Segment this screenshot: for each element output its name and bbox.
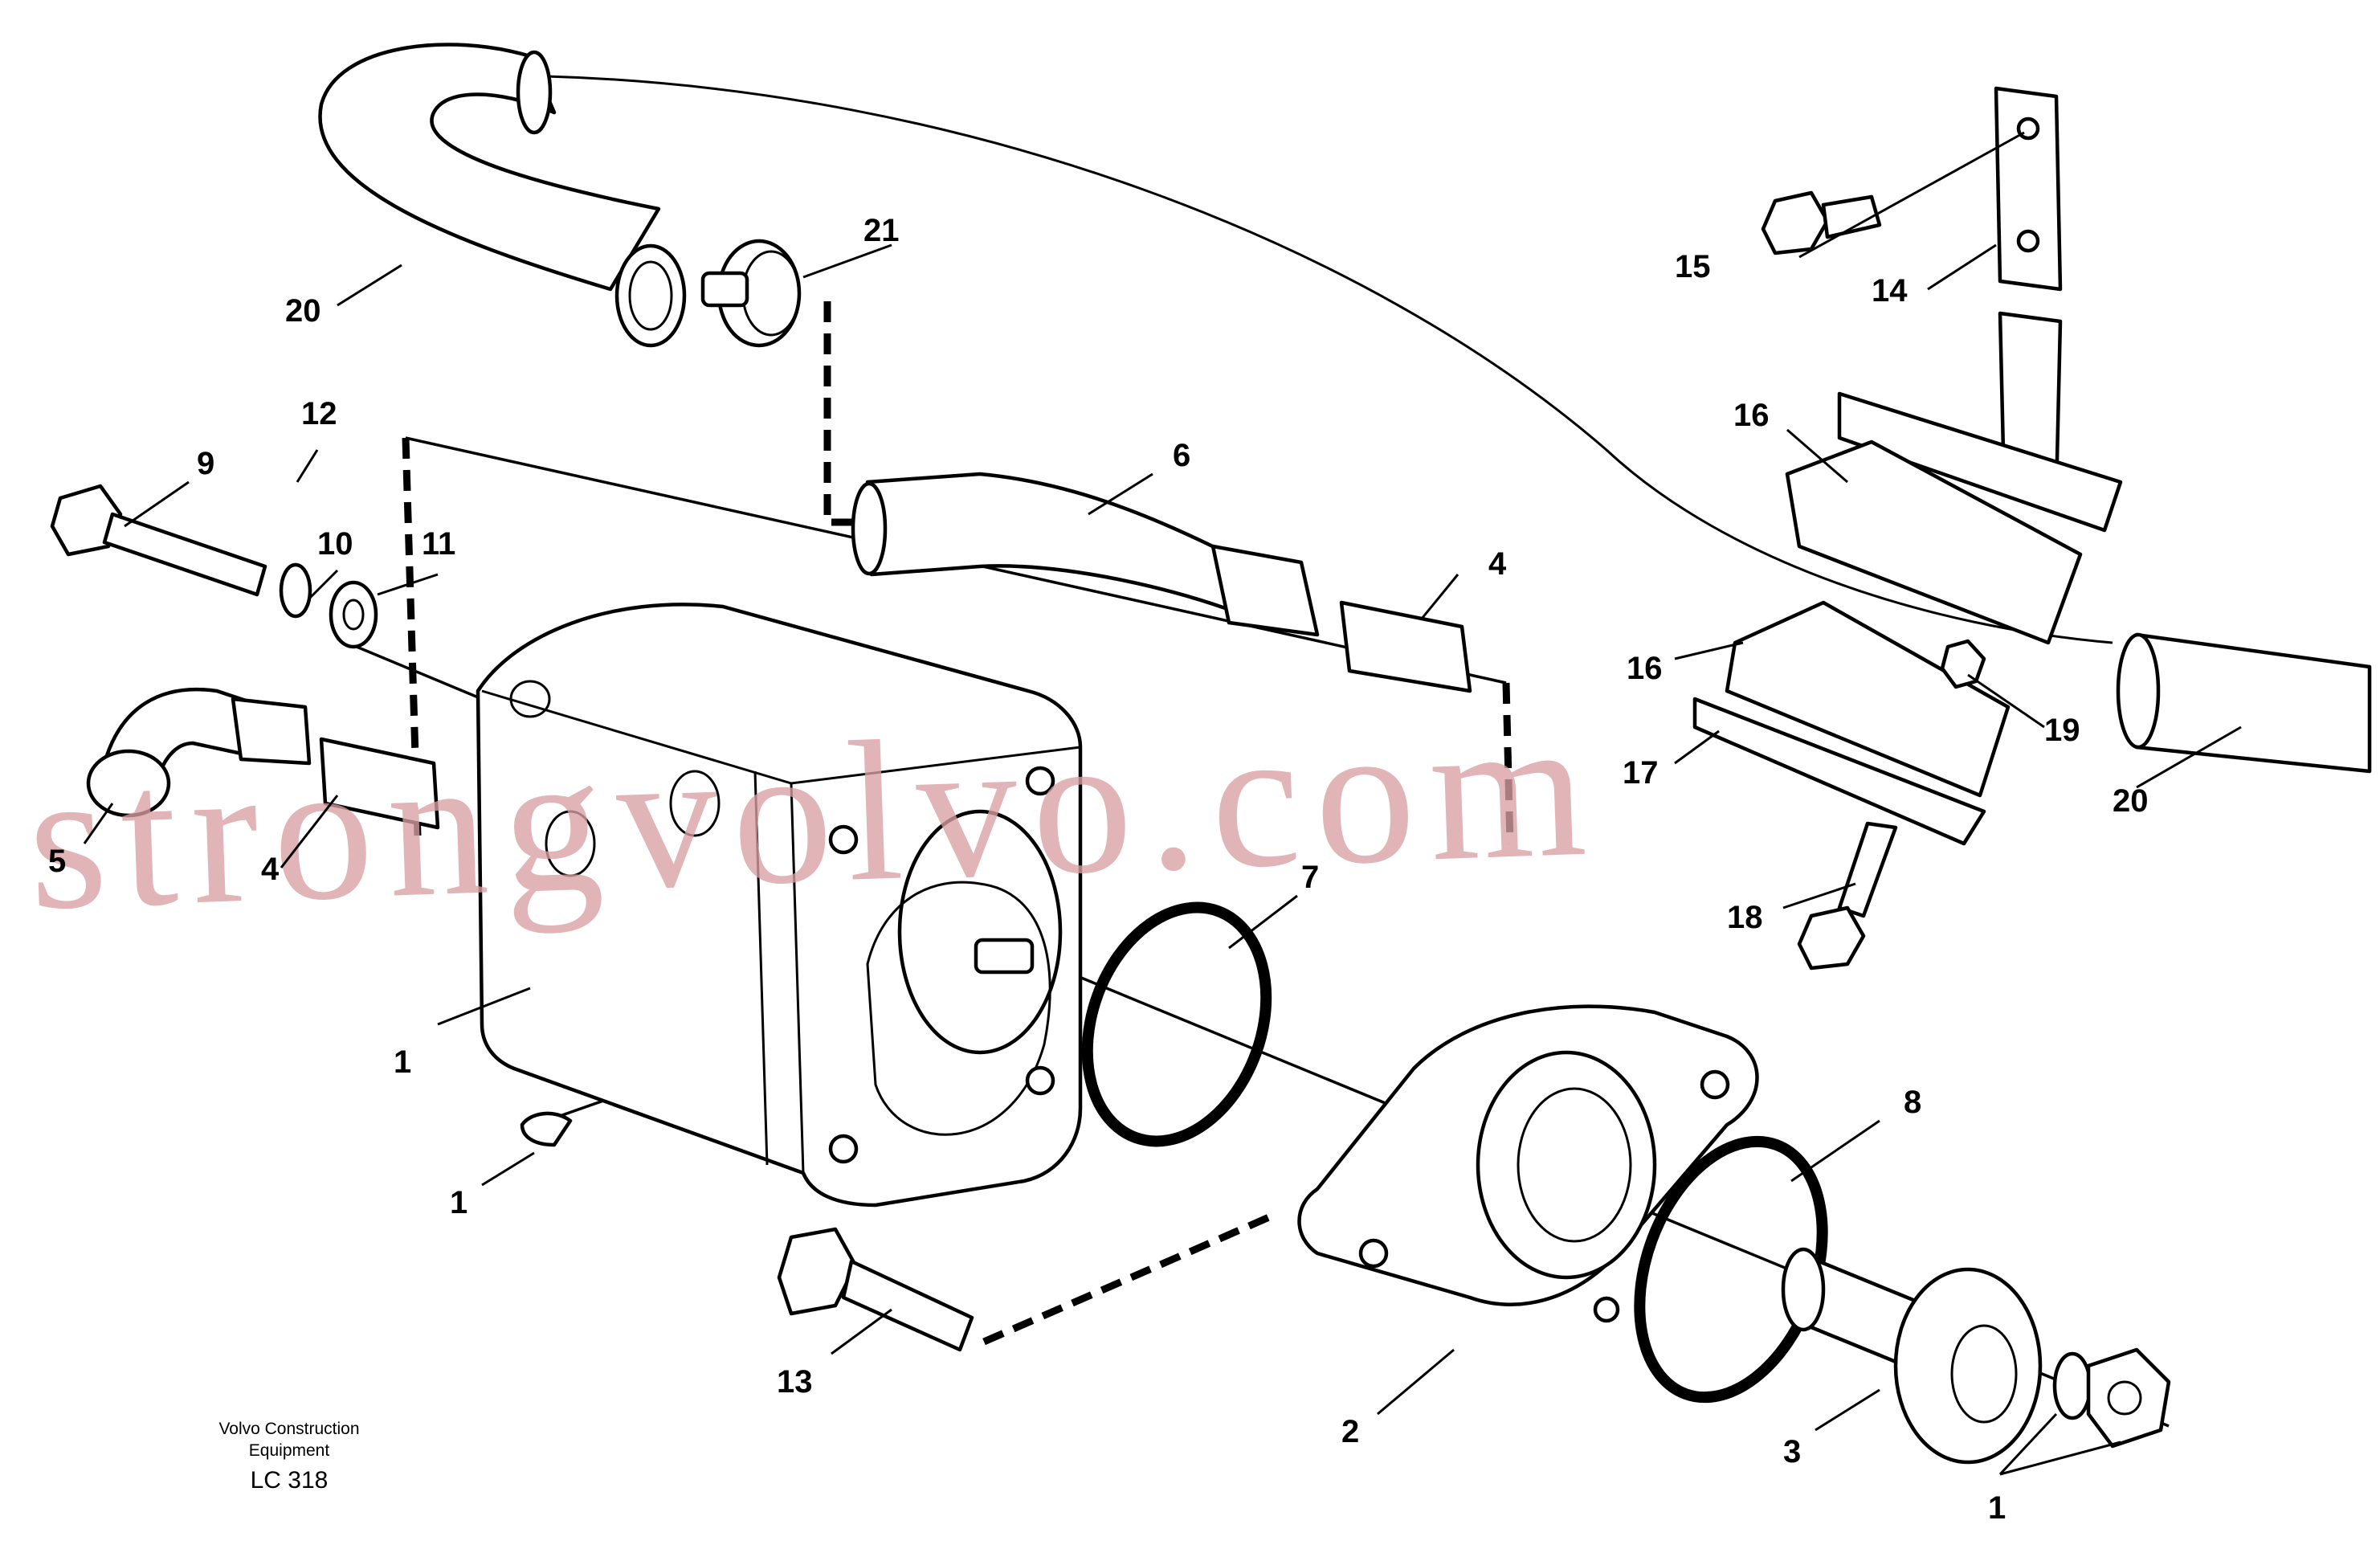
callout-10: 10: [317, 526, 353, 562]
callout-1-nut: 1: [1988, 1490, 2006, 1526]
dash-route-bottom: [982, 1213, 1271, 1346]
watermark: strongvolvo.com: [25, 675, 1604, 952]
hose-right: [2116, 632, 2372, 774]
bolt-13: [777, 1227, 974, 1352]
dash-route-right: [1502, 682, 1514, 844]
o-ring-7: [1081, 901, 1272, 1147]
elbow-fitting: [86, 687, 440, 830]
callout-7: 7: [1301, 860, 1319, 895]
drive-gear: [1781, 1247, 2043, 1465]
mounting-flange: [1297, 1004, 1759, 1323]
dash-route-upper: [823, 301, 855, 526]
callout-20-right: 20: [2113, 783, 2149, 819]
callout-20-top: 20: [285, 293, 321, 329]
bolt-15: [1761, 190, 1882, 255]
clamp-upper: [1785, 391, 2123, 645]
callout-18: 18: [1727, 900, 1763, 935]
bolt-9: [50, 484, 378, 649]
callout-13: 13: [777, 1364, 813, 1400]
callout-2: 2: [1341, 1414, 1359, 1449]
hose-top: [318, 43, 687, 348]
callout-16-upper: 16: [1733, 398, 1770, 433]
callout-14: 14: [1872, 273, 1908, 309]
callout-4-left: 4: [261, 852, 280, 887]
callout-17: 17: [1623, 755, 1659, 791]
hose-clamp: [700, 239, 802, 348]
callout-19: 19: [2044, 713, 2080, 748]
pipe-6: [851, 472, 1472, 693]
callout-16-lower: 16: [1627, 651, 1663, 686]
callout-3: 3: [1783, 1434, 1801, 1469]
callout-21: 21: [863, 213, 900, 248]
callout-9: 9: [197, 446, 214, 481]
leader-lines: [83, 131, 2242, 1476]
callout-1-body: 1: [394, 1044, 411, 1080]
washer-nut: [2052, 1347, 2171, 1449]
hose-line: [545, 75, 2113, 644]
axis-bolt: [337, 637, 483, 701]
callout-1-key: 1: [450, 1185, 467, 1220]
caption-company: Volvo Construction: [218, 1420, 359, 1438]
callout-6: 6: [1173, 438, 1190, 473]
callout-12: 12: [301, 396, 337, 431]
callout-15: 15: [1675, 249, 1711, 284]
callout-4-upper: 4: [1488, 546, 1507, 582]
callout-11: 11: [422, 526, 455, 562]
callout-8: 8: [1904, 1085, 1921, 1120]
clamp-lower: [1692, 600, 2011, 846]
caption-company-line2: Equipment: [249, 1441, 330, 1460]
bracket-14: [1994, 86, 2063, 497]
pump-body: [476, 603, 1083, 1208]
callout-5: 5: [48, 844, 66, 879]
caption-code: LC 318: [251, 1467, 329, 1494]
bolt-18: [1797, 821, 1898, 971]
woodruff-key: [520, 1111, 573, 1147]
